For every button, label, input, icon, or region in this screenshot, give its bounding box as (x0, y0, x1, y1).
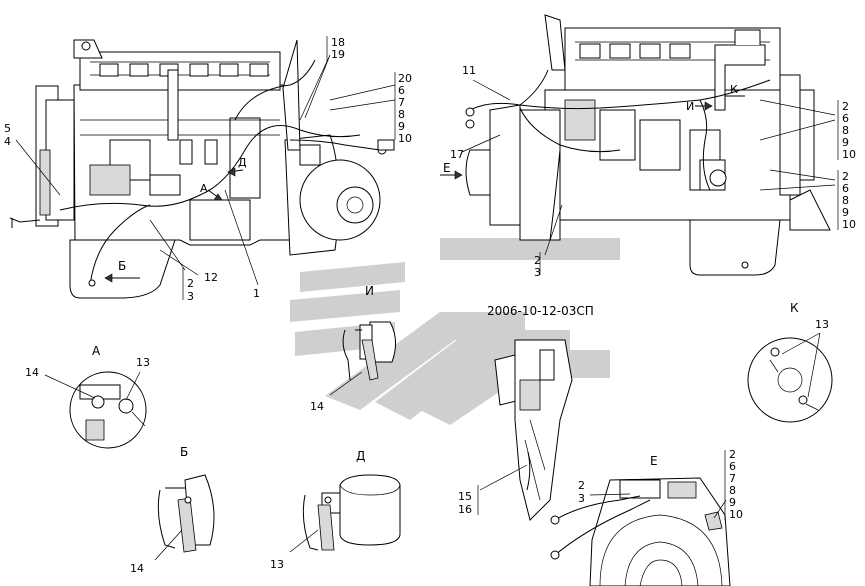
view-k-detail: К 13 (747, 301, 833, 423)
arrow-label-k: К (730, 83, 738, 96)
callout-10-rb: 10 (842, 218, 856, 231)
view-b-detail: Б 14 (130, 445, 215, 575)
callout-6-rt: 6 (842, 112, 849, 125)
left-view-callouts: Б А Д 5 4 2 3 12 1 18 19 20 6 7 8 9 10 (4, 36, 412, 303)
engine-right-view (440, 14, 839, 276)
view-e-detail: Е 2 3 2 6 7 8 9 10 (550, 448, 743, 586)
callout-9-left: 9 (398, 120, 405, 133)
arrow-label-e: Е (443, 161, 451, 175)
view-title-a: А (92, 344, 101, 358)
view-title-i: И (365, 284, 374, 298)
arrow-label-d: Д (238, 156, 247, 169)
view-title-e: Е (650, 454, 658, 468)
callout-2-e: 2 (578, 479, 585, 492)
callout-19: 19 (331, 48, 345, 61)
right-view-callouts: 11 17 Е И К 2 3 2 6 8 9 10 2 6 8 9 10 (443, 64, 856, 279)
callout-13-d: 13 (270, 558, 284, 571)
callout-10-rt: 10 (842, 148, 856, 161)
callout-9-rb: 9 (842, 206, 849, 219)
drawing-code: 2006-10-12-03СП (487, 304, 594, 318)
callout-11: 11 (462, 64, 476, 77)
callout-8-rt: 8 (842, 124, 849, 137)
callout-17: 17 (450, 148, 464, 161)
callout-14-i: 14 (310, 400, 324, 413)
callout-9-rt: 9 (842, 136, 849, 149)
engine-left-view (9, 36, 396, 300)
callout-1: 1 (253, 287, 260, 300)
arrow-label-b: Б (118, 259, 126, 273)
callout-10-er: 10 (729, 508, 743, 521)
callout-12: 12 (204, 271, 218, 284)
view-title-b: Б (180, 445, 188, 459)
callout-2-right: 2 (534, 254, 541, 267)
callout-14-a: 14 (25, 366, 39, 379)
callout-18: 18 (331, 36, 345, 49)
callout-2-left: 2 (187, 277, 194, 290)
callout-5: 5 (4, 122, 11, 135)
callout-3-right: 3 (534, 266, 541, 279)
callout-7-left: 7 (398, 96, 405, 109)
callout-4: 4 (4, 135, 11, 148)
callout-2-rt: 2 (842, 100, 849, 113)
callout-6-left: 6 (398, 84, 405, 97)
callout-6-rb: 6 (842, 182, 849, 195)
view-a-detail: А 14 13 (25, 344, 150, 449)
callout-16: 16 (458, 503, 472, 516)
callout-15: 15 (458, 490, 472, 503)
callout-8-er: 8 (729, 484, 736, 497)
callout-8-rb: 8 (842, 194, 849, 207)
callout-13-a: 13 (136, 356, 150, 369)
callout-8-left: 8 (398, 108, 405, 121)
callout-10-left: 10 (398, 132, 412, 145)
callout-2-er: 2 (729, 448, 736, 461)
view-d-detail: Д 13 (270, 449, 401, 571)
arrow-label-a: А (200, 182, 208, 195)
view-i-detail: И 14 (310, 284, 396, 413)
callout-13-k: 13 (815, 318, 829, 331)
callout-2-rb: 2 (842, 170, 849, 183)
callout-9-er: 9 (729, 496, 736, 509)
callout-14-b: 14 (130, 562, 144, 575)
callout-3-left: 3 (187, 290, 194, 303)
view-title-k: К (790, 301, 799, 315)
callout-7-er: 7 (729, 472, 736, 485)
callout-20: 20 (398, 72, 412, 85)
view-title-d: Д (356, 449, 365, 463)
side-view-detail: 15 16 (458, 339, 573, 521)
callout-6-er: 6 (729, 460, 736, 473)
callout-3-e: 3 (578, 492, 585, 505)
watermark-logo (290, 238, 620, 425)
arrow-label-i: И (686, 100, 694, 113)
